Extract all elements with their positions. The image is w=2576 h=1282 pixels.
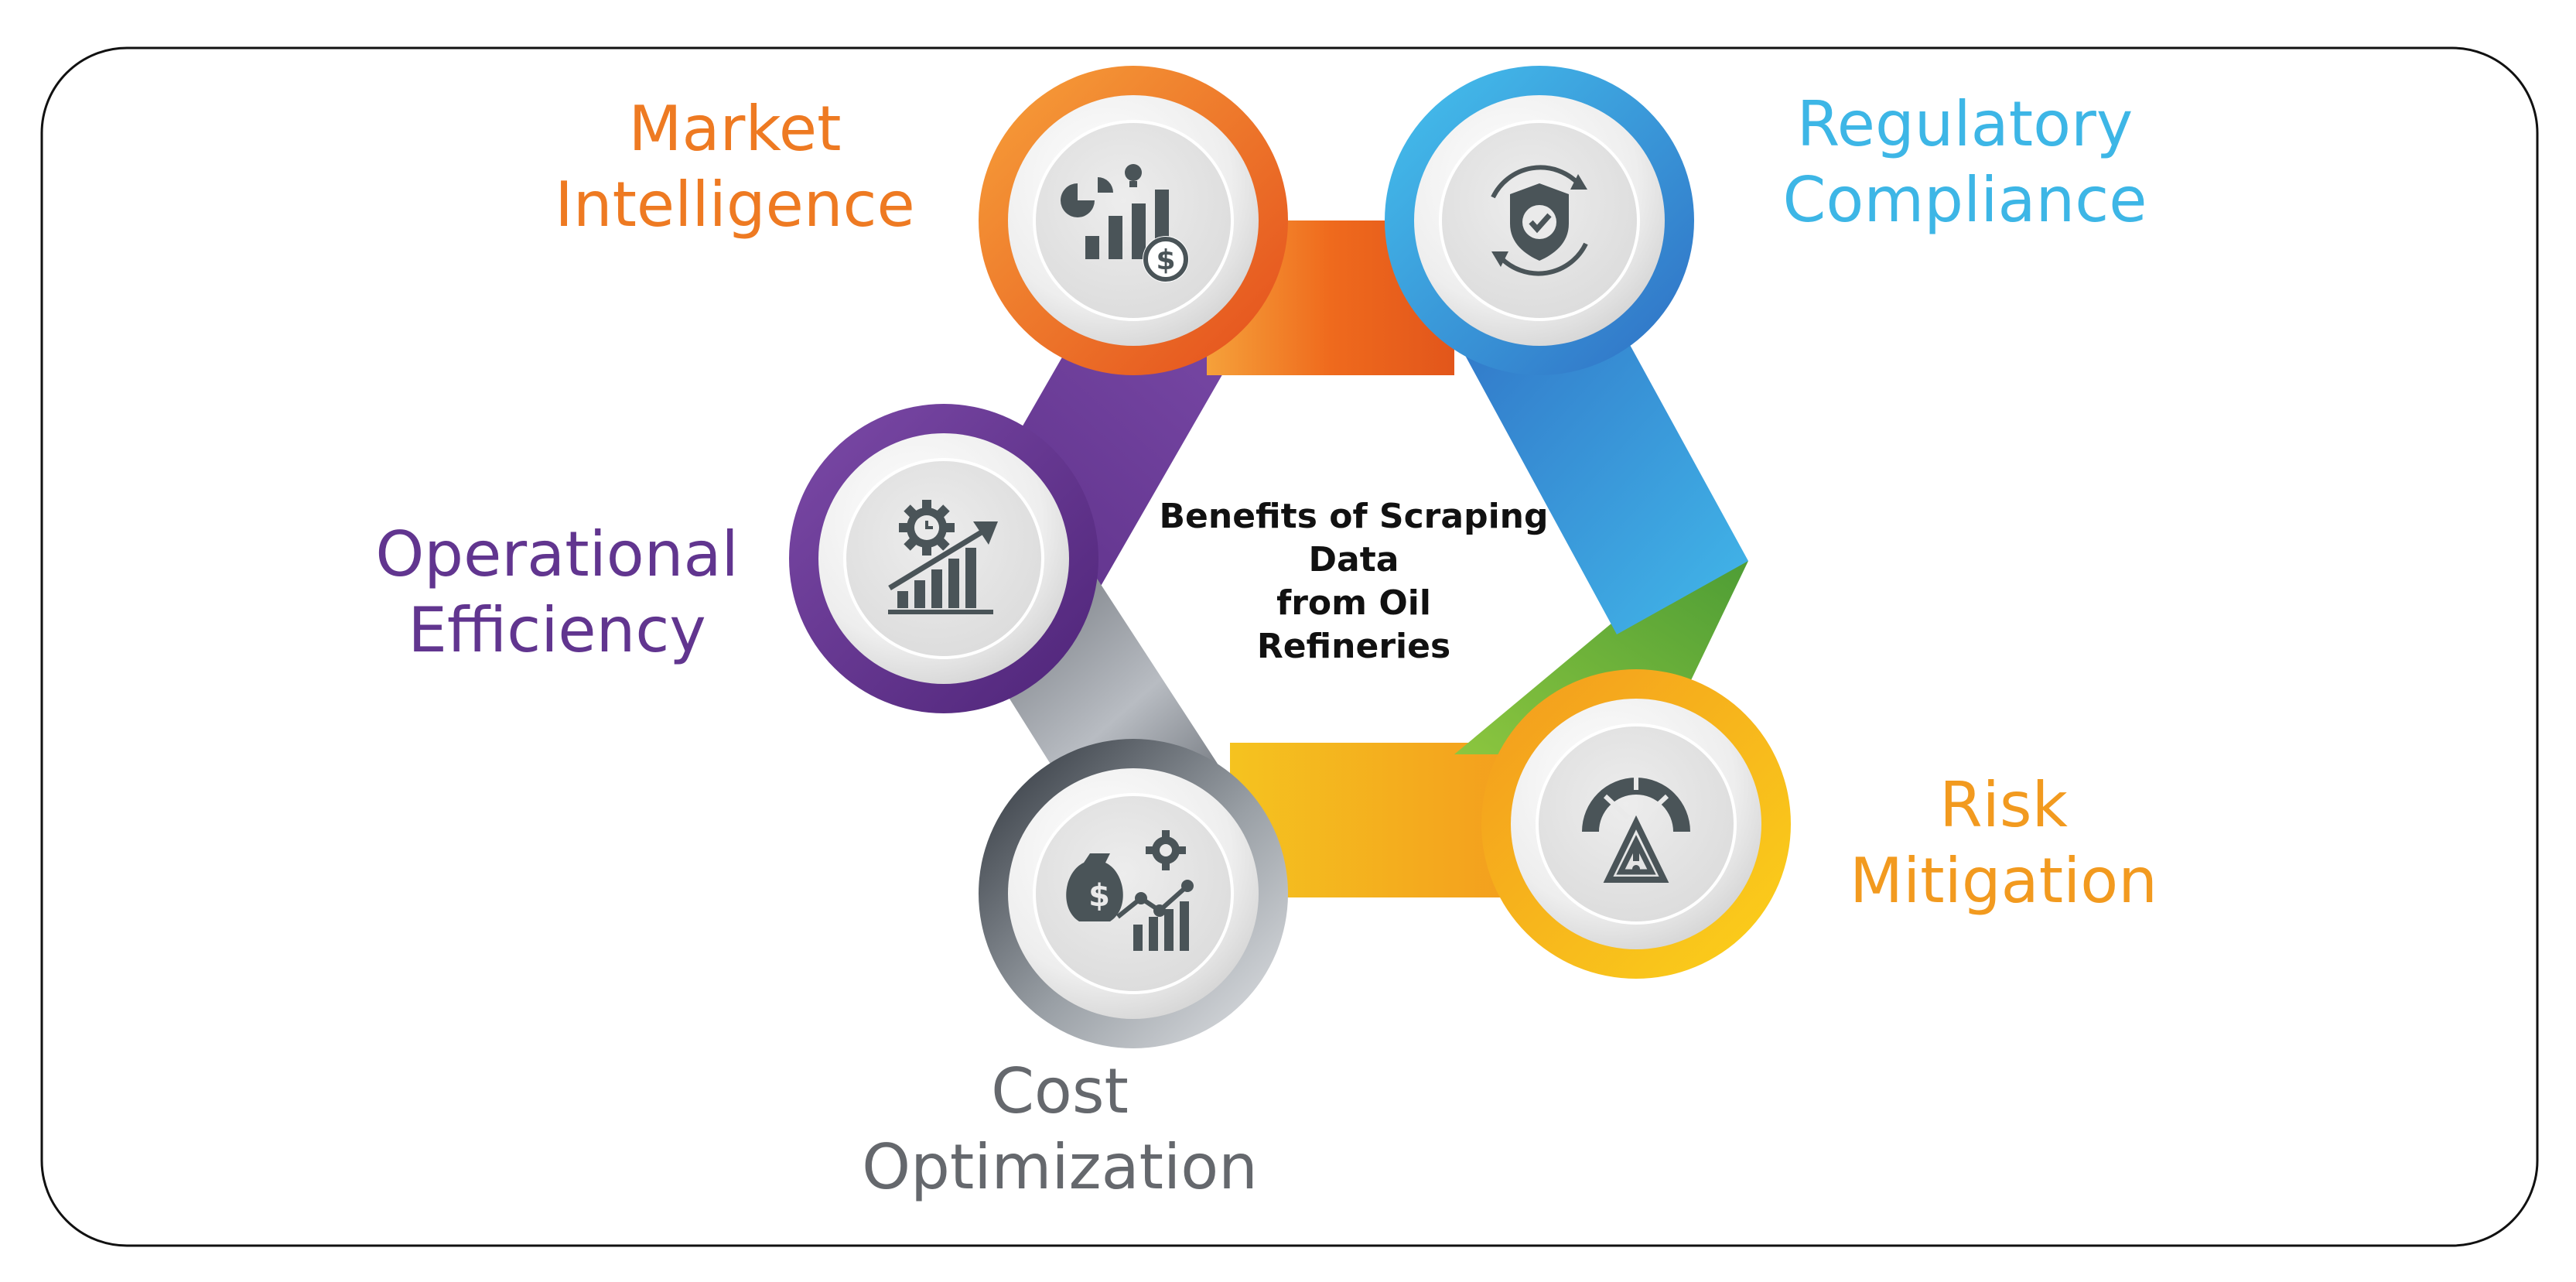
label-cost-optimization-line-1: Cost <box>991 1055 1129 1127</box>
label-risk-mitigation-line-1: Risk <box>1939 769 2068 841</box>
gear-growth-chart-icon <box>888 500 998 614</box>
label-market-intelligence: Market Intelligence <box>542 91 928 243</box>
svg-text:$: $ <box>1088 878 1110 914</box>
node-cost-optimization <box>979 739 1288 1048</box>
label-cost-optimization: Cost Optimization <box>835 1054 1284 1205</box>
diagram-title-line-4: Refineries <box>1256 627 1451 666</box>
node-operational-efficiency <box>789 404 1098 713</box>
label-risk-mitigation: Risk Mitigation <box>1826 767 2181 919</box>
band-yellow <box>1230 743 1547 897</box>
outer-frame <box>40 46 2539 1247</box>
label-operational-efficiency-line-1: Operational <box>375 518 739 590</box>
shield-check-icon <box>1491 165 1588 276</box>
label-regulatory-compliance-line-2: Compliance <box>1782 164 2147 236</box>
gauge-warning-icon <box>1582 776 1690 883</box>
diagram-title-line-2: Data <box>1308 540 1399 579</box>
diagram-title-line-3: from Oil <box>1276 583 1431 623</box>
label-regulatory-compliance-line-1: Regulatory <box>1796 88 2134 160</box>
svg-text:$: $ <box>1156 244 1175 276</box>
label-operational-efficiency: Operational Efficiency <box>348 517 766 668</box>
diagram-title-line-1: Benefits of Scraping <box>1159 497 1549 536</box>
label-risk-mitigation-line-2: Mitigation <box>1850 845 2157 917</box>
label-operational-efficiency-line-2: Efficiency <box>408 594 706 666</box>
label-market-intelligence-line-1: Market <box>628 93 842 165</box>
label-regulatory-compliance: Regulatory Compliance <box>1756 87 2174 238</box>
diagram-title: Benefits of Scraping Data from Oil Refin… <box>1122 495 1586 668</box>
chart-coin-bulb-icon: $ <box>1061 164 1189 282</box>
money-bag-chart-icon: $ <box>1066 830 1194 951</box>
label-cost-optimization-line-2: Optimization <box>862 1131 1258 1203</box>
label-market-intelligence-line-2: Intelligence <box>555 169 915 241</box>
